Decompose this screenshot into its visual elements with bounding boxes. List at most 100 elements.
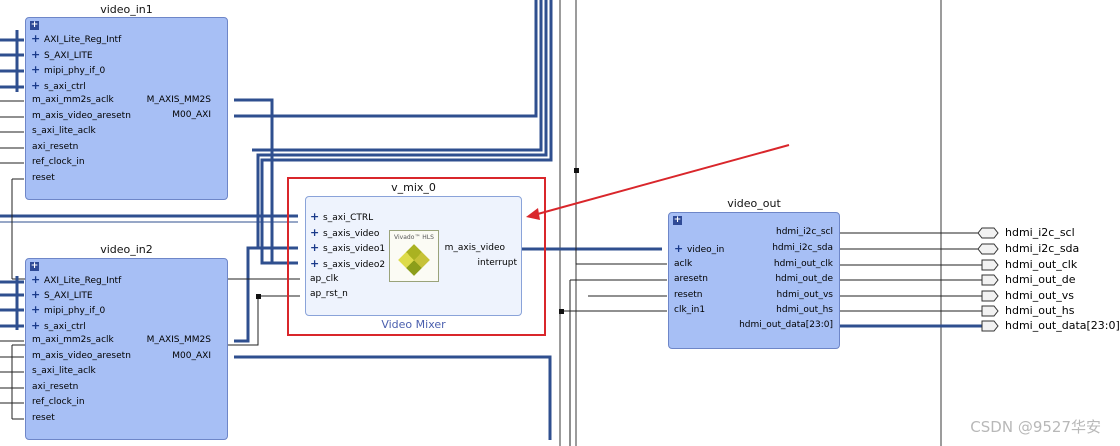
port-name: S_AXI_LITE (44, 51, 93, 61)
port-name: hdmi_i2c_sda (772, 243, 833, 253)
port-label[interactable]: m_axis_video_aresetn (32, 351, 131, 362)
expand-icon[interactable]: + (30, 261, 39, 271)
expand-port-icon[interactable]: + (31, 32, 45, 45)
port-name: reset (32, 413, 55, 423)
port-name: hdmi_out_vs (776, 290, 833, 300)
port-name: m_axis_video_aresetn (32, 351, 131, 361)
port-label[interactable]: hdmi_out_de (775, 274, 833, 285)
port-label[interactable]: ref_clock_in (32, 157, 85, 168)
expand-port-icon[interactable]: + (31, 48, 45, 61)
external-port-label: hdmi_i2c_scl (1005, 226, 1075, 239)
port-label[interactable]: + mipi_phy_if_0 (31, 64, 105, 77)
port-label[interactable]: hdmi_out_hs (776, 305, 833, 316)
port-label[interactable]: M00_AXI (172, 110, 211, 121)
port-label[interactable]: aclk (674, 259, 692, 270)
port-label[interactable]: resetn (674, 290, 703, 301)
port-label[interactable]: + video_in (674, 243, 724, 256)
port-label[interactable]: axi_resetn (32, 382, 78, 393)
port-name: ref_clock_in (32, 397, 85, 407)
port-label[interactable]: + AXI_Lite_Reg_Intf (31, 33, 121, 46)
hls-logo-icon (398, 244, 430, 276)
video-out-title: video_out (727, 197, 781, 210)
port-label[interactable]: axi_resetn (32, 142, 78, 153)
expand-port-icon[interactable]: + (31, 273, 45, 286)
port-label[interactable]: + s_axis_video (310, 227, 379, 240)
port-label[interactable]: s_axi_lite_aclk (32, 126, 96, 137)
port-name: axi_resetn (32, 142, 79, 152)
expand-port-icon[interactable]: + (310, 226, 324, 239)
port-label[interactable]: M_AXIS_MM2S (147, 95, 211, 106)
video-out-block[interactable]: + (668, 212, 840, 349)
port-name: interrupt (477, 258, 517, 268)
port-label[interactable]: m_axi_mm2s_aclk (32, 335, 114, 346)
port-name: hdmi_out_clk (773, 259, 833, 269)
port-name: s_axi_CTRL (323, 213, 374, 223)
port-label[interactable]: ap_rst_n (310, 289, 348, 300)
expand-port-icon[interactable]: + (31, 79, 45, 92)
expand-icon[interactable]: + (673, 215, 682, 225)
port-label[interactable]: reset (32, 413, 55, 424)
port-label[interactable]: + S_AXI_LITE (31, 289, 93, 302)
port-label[interactable]: M_AXIS_MM2S (147, 335, 211, 346)
port-label[interactable]: interrupt (478, 258, 517, 269)
port-name: reset (32, 173, 55, 183)
port-label[interactable]: + s_axis_video2 (310, 258, 385, 271)
expand-port-icon[interactable]: + (310, 241, 324, 254)
port-name: s_axi_ctrl (44, 82, 86, 92)
port-label[interactable]: m_axis_video_aresetn (32, 111, 131, 122)
video-in2-block[interactable]: + (25, 258, 228, 440)
port-label[interactable]: hdmi_out_clk (774, 259, 833, 270)
port-name: M_AXIS_MM2S (146, 335, 211, 345)
port-name: m_axi_mm2s_aclk (32, 335, 114, 345)
expand-port-icon[interactable]: + (31, 319, 45, 332)
port-label[interactable]: + s_axi_ctrl (31, 320, 86, 333)
expand-icon[interactable]: + (30, 20, 39, 30)
port-name: resetn (674, 290, 703, 300)
external-port-label: hdmi_i2c_sda (1005, 242, 1080, 255)
port-name: s_axi_ctrl (44, 322, 86, 332)
port-name: AXI_Lite_Reg_Intf (44, 35, 122, 45)
port-name: hdmi_out_hs (776, 305, 833, 315)
port-name: s_axis_video2 (323, 260, 386, 270)
port-name: M00_AXI (172, 110, 211, 120)
port-label[interactable]: + s_axis_video1 (310, 242, 385, 255)
port-name: s_axis_video (323, 229, 380, 239)
port-label[interactable]: M00_AXI (172, 351, 211, 362)
port-label[interactable]: hdmi_i2c_scl (776, 227, 833, 238)
port-label[interactable]: + S_AXI_LITE (31, 49, 93, 62)
expand-port-icon[interactable]: + (31, 288, 45, 301)
port-label[interactable]: aresetn (674, 274, 708, 285)
port-name: clk_in1 (674, 305, 706, 315)
port-name: axi_resetn (32, 382, 79, 392)
vivado-hls-logo-text: Vivado™ HLS (394, 234, 434, 241)
port-label[interactable]: + s_axi_ctrl (31, 80, 86, 93)
port-label[interactable]: reset (32, 173, 55, 184)
port-label[interactable]: + mipi_phy_if_0 (31, 304, 105, 317)
expand-port-icon[interactable]: + (310, 210, 324, 223)
expand-port-icon[interactable]: + (31, 303, 45, 316)
external-port-label: hdmi_out_hs (1005, 304, 1075, 317)
port-name: S_AXI_LITE (44, 291, 93, 301)
port-name: hdmi_out_de (775, 274, 833, 284)
highlight-box (287, 177, 546, 336)
port-label[interactable]: + AXI_Lite_Reg_Intf (31, 274, 121, 287)
port-label[interactable]: m_axis_video (445, 243, 505, 254)
port-name: s_axi_lite_aclk (32, 126, 96, 136)
port-label[interactable]: hdmi_out_data[23:0] (739, 320, 833, 331)
port-label[interactable]: s_axi_lite_aclk (32, 366, 96, 377)
port-label[interactable]: + s_axi_CTRL (310, 211, 373, 224)
v-mix-0-title: v_mix_0 (391, 181, 436, 194)
expand-port-icon[interactable]: + (310, 257, 324, 270)
video-in1-block[interactable]: + (25, 17, 228, 200)
port-name: aresetn (674, 274, 709, 284)
port-name: video_in (687, 245, 725, 255)
port-label[interactable]: ap_clk (310, 274, 338, 285)
expand-port-icon[interactable]: + (31, 63, 45, 76)
port-label[interactable]: m_axi_mm2s_aclk (32, 95, 114, 106)
expand-port-icon[interactable]: + (674, 242, 688, 255)
port-label[interactable]: ref_clock_in (32, 397, 85, 408)
port-label[interactable]: clk_in1 (674, 305, 705, 316)
port-label[interactable]: hdmi_out_vs (777, 290, 833, 301)
port-label[interactable]: hdmi_i2c_sda (772, 243, 833, 254)
